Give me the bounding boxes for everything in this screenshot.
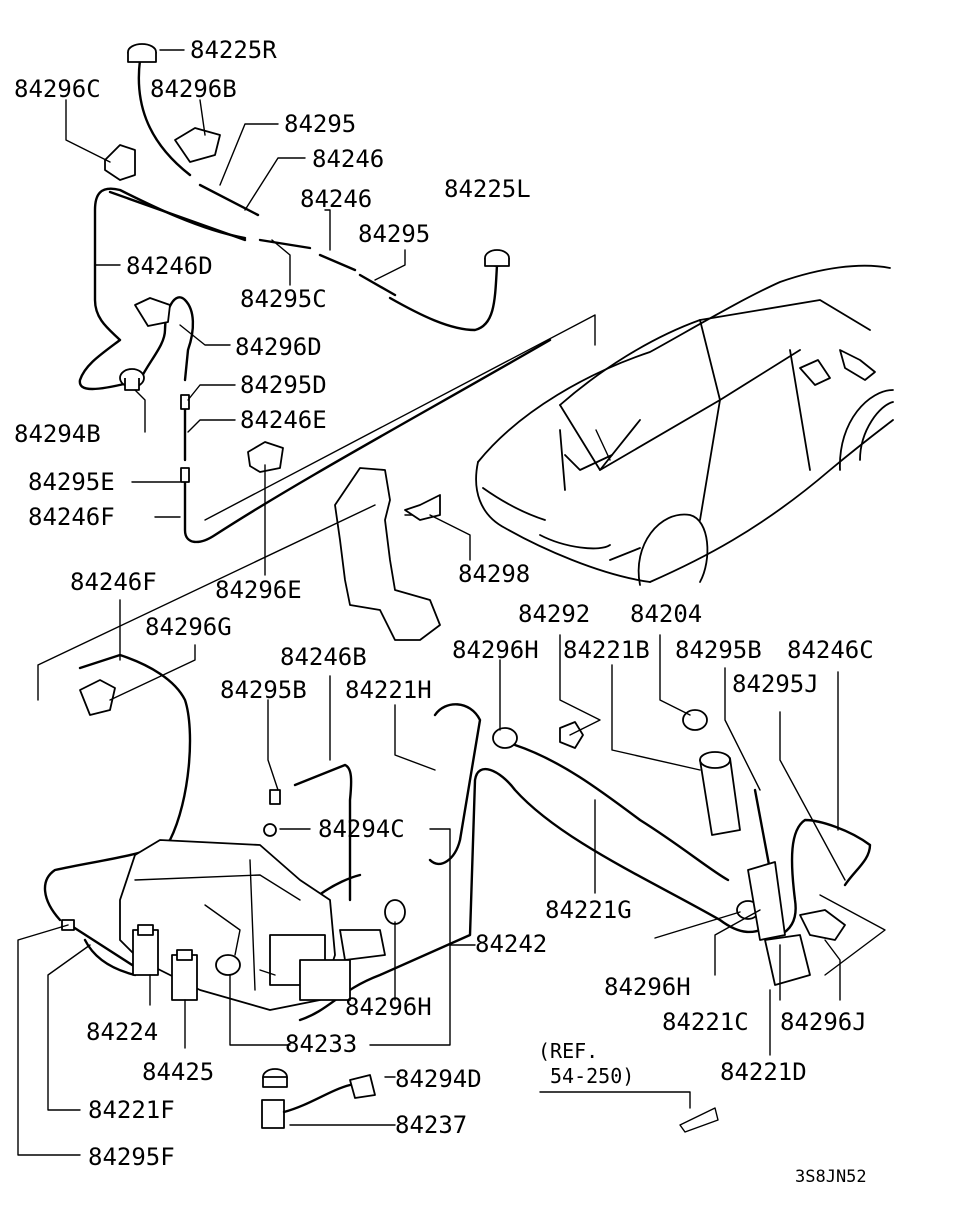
label-84295c: 84295C (240, 285, 327, 313)
label-84246c: 84246C (787, 636, 874, 664)
label-84296e: 84296E (215, 576, 302, 604)
upper-washer-hoses (78, 58, 552, 544)
label-84221g: 84221G (545, 896, 632, 924)
label-84295j: 84295J (732, 670, 819, 698)
reference-line-2: 54-250) (550, 1064, 634, 1088)
washer-tank-lower (119, 839, 386, 1011)
label-84425: 84425 (142, 1058, 214, 1086)
clip-84296d-icon (134, 297, 171, 327)
label-84296h-a: 84296H (452, 636, 539, 664)
car-illustration (475, 264, 894, 586)
label-84225r: 84225R (190, 36, 277, 64)
label-84225l: 84225L (444, 175, 531, 203)
nozzle-r-icon (127, 43, 157, 63)
clip-84296h-mid-icon (384, 899, 406, 925)
clip-84296c-icon (104, 144, 136, 181)
label-84246b: 84246B (280, 643, 367, 671)
label-84221f: 84221F (88, 1096, 175, 1124)
sensor-84237-icon (261, 1074, 376, 1129)
label-84224: 84224 (86, 1018, 158, 1046)
label-84221b: 84221B (563, 636, 650, 664)
label-84295-b: 84295 (358, 220, 430, 248)
bolt-84298-icon (404, 494, 441, 521)
label-84296c: 84296C (14, 75, 101, 103)
pump-84224-icon (132, 924, 159, 976)
label-84294b: 84294B (14, 420, 101, 448)
label-84296b: 84296B (150, 75, 237, 103)
hose-84221d-icon (764, 934, 811, 986)
label-84296j: 84296J (780, 1008, 867, 1036)
label-84246f-b: 84246F (70, 568, 157, 596)
label-84246d: 84246D (126, 252, 213, 280)
label-84294d: 84294D (395, 1065, 482, 1093)
label-84246e: 84246E (240, 406, 327, 434)
reference-line-1: (REF. (538, 1039, 598, 1063)
sensor-84294d-icon (262, 1068, 288, 1088)
label-84294c: 84294C (318, 815, 405, 843)
grommet-84294c-icon (263, 823, 277, 837)
label-84242: 84242 (475, 930, 547, 958)
label-84237: 84237 (395, 1111, 467, 1139)
label-84292: 84292 (518, 600, 590, 628)
label-84233: 84233 (285, 1030, 357, 1058)
label-84296d: 84296D (235, 333, 322, 361)
label-84295e: 84295E (28, 468, 115, 496)
label-84295b-a: 84295B (675, 636, 762, 664)
pump-84425-icon (171, 949, 198, 1001)
label-84295b-b: 84295B (220, 676, 307, 704)
nozzle-l-icon (484, 249, 510, 267)
clip-84296e-icon (247, 441, 284, 473)
label-84246-a: 84246 (312, 145, 384, 173)
leader-lines (17, 49, 886, 1156)
label-84295d: 84295D (240, 371, 327, 399)
clip-84296g-icon (79, 679, 116, 716)
clip-84296b-icon (174, 127, 221, 163)
label-84295-a: 84295 (284, 110, 356, 138)
label-84298: 84298 (458, 560, 530, 588)
joint-84295e-icon (180, 467, 190, 483)
label-84296g: 84296G (145, 613, 232, 641)
label-84296h-b: 84296H (345, 993, 432, 1021)
grommet-84233-icon (215, 954, 241, 976)
diagram-code: 3S8JN52 (795, 1167, 867, 1187)
label-84246-b: 84246 (300, 185, 372, 213)
filler-neck-84221b-icon (699, 751, 741, 836)
separator-line-lower (37, 504, 376, 701)
separator-line-upper (204, 314, 596, 521)
clip-84296h-upper-icon (492, 727, 518, 749)
label-84295f: 84295F (88, 1143, 175, 1171)
label-84221d: 84221D (720, 1058, 807, 1086)
label-84221h: 84221H (345, 676, 432, 704)
label-84246f-a: 84246F (28, 503, 115, 531)
part-labels: 84225R 84296C 84296B 84295 84246 84246 8… (14, 36, 874, 1187)
label-84204: 84204 (630, 600, 702, 628)
washer-tank-upper-outline (334, 467, 441, 641)
joint-84295b-icon (269, 789, 281, 805)
label-84296h-c: 84296H (604, 973, 691, 1001)
clip-84296j-icon (799, 909, 846, 941)
joint-84295d-icon (180, 394, 190, 410)
hose-84221c-icon (747, 861, 786, 941)
label-84221c: 84221C (662, 1008, 749, 1036)
check-valve-84294b-icon (119, 368, 145, 391)
